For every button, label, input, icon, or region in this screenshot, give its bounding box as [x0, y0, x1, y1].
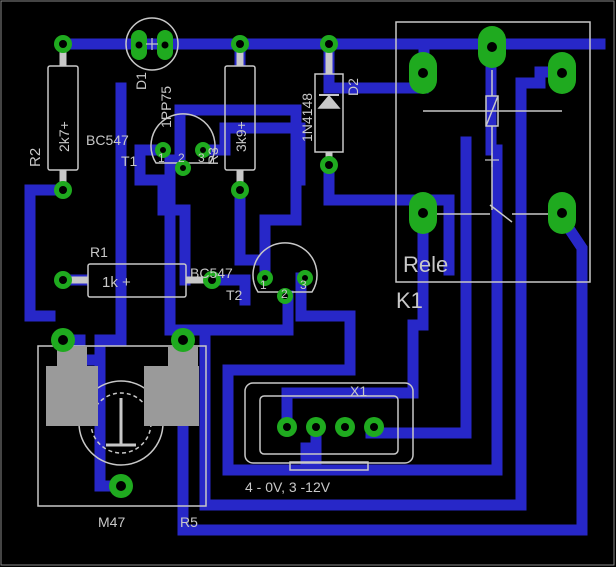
trace-t1-1 — [134, 144, 191, 286]
t2-pin2: 2 — [281, 287, 288, 301]
hole-x1-4 — [370, 423, 378, 431]
pads — [51, 26, 576, 498]
d2-symbol — [317, 94, 341, 109]
hole-k1-2 — [487, 42, 497, 52]
trace-right-outer — [177, 210, 588, 536]
hole-r1-1 — [59, 276, 67, 284]
trace-relay-left — [281, 208, 429, 433]
k1-switch-arm — [489, 204, 513, 223]
trace-left-border — [24, 184, 69, 322]
hole-k1-3 — [557, 68, 567, 78]
r5-block-right — [144, 366, 199, 426]
hole-t1-3 — [200, 147, 206, 153]
r1-value: 1k + — [102, 274, 131, 291]
trace-right-inner — [199, 66, 568, 511]
hole-r5-w — [116, 481, 126, 491]
r2-name: R2 — [27, 148, 44, 167]
labels: R2 2k7+ D1 1PP75 R3 3k9+ 1N4148 D2 BC547… — [27, 72, 448, 530]
hole-d1-2 — [161, 41, 169, 49]
x1-latch — [289, 461, 369, 471]
d2-name: D2 — [345, 78, 361, 96]
t1-name: T1 — [121, 153, 138, 169]
r5-value: M47 — [98, 514, 125, 530]
hole-t1-2 — [180, 165, 186, 171]
hole-x1-3 — [341, 423, 349, 431]
d1-value: 1PP75 — [158, 86, 174, 128]
d1-name: D1 — [133, 72, 149, 90]
x1-outline — [244, 382, 414, 464]
hole-t1-1 — [160, 147, 166, 153]
t1-pin2: 2 — [178, 151, 185, 165]
r1-name: R1 — [90, 244, 108, 260]
polarity-marks — [146, 38, 499, 167]
t1-pin3: 3 — [198, 151, 205, 165]
r5-body-blocks — [46, 346, 199, 426]
hole-r5-1 — [58, 335, 68, 345]
hole-d2-1 — [325, 40, 333, 48]
x1-value: 4 - 0V, 3 -12V — [245, 479, 331, 495]
t2-value: BC547 — [190, 265, 233, 281]
x1-name: X1 — [350, 383, 367, 399]
t2-name: T2 — [226, 287, 243, 303]
hole-x1-2 — [312, 423, 320, 431]
hole-r3-1 — [236, 40, 244, 48]
hole-r1-2 — [208, 276, 216, 284]
x1-inner — [259, 395, 399, 455]
t2-pin3: 3 — [300, 278, 307, 292]
r2-value: 2k7+ — [56, 121, 72, 152]
trace-r1-right — [206, 274, 251, 306]
trace-r3-t1 — [234, 184, 268, 266]
trace-t2-mid — [164, 154, 294, 336]
k1-value: Rele — [403, 252, 448, 277]
t2-outline — [252, 242, 318, 293]
k1-outline — [395, 21, 591, 283]
hole-t2-1 — [262, 275, 268, 281]
hole-d2-2 — [325, 161, 333, 169]
r3-name: R3 — [205, 147, 221, 165]
hole-k1-4 — [418, 208, 428, 218]
t1-pin1: 1 — [158, 151, 165, 165]
trace-d2-coil — [323, 159, 455, 276]
hole-r2-2 — [59, 186, 67, 194]
d2-value: 1N4148 — [299, 93, 315, 142]
hole-t2-3 — [302, 275, 308, 281]
r3-value: 3k9+ — [233, 121, 249, 152]
r5-name: R5 — [180, 514, 198, 530]
hole-r3-2 — [236, 186, 244, 194]
hole-r5-2 — [178, 335, 188, 345]
k1-name: K1 — [396, 288, 423, 313]
t1-value: BC547 — [86, 132, 129, 148]
r5-block-right-top — [168, 346, 198, 368]
trace-left-vertical — [94, 82, 127, 492]
hole-d1-1 — [135, 41, 143, 49]
hole-t2-2 — [282, 293, 288, 299]
r5-outline — [37, 345, 207, 507]
hole-r2-1 — [59, 40, 67, 48]
hole-k1-1 — [418, 68, 428, 78]
r5-block-left — [46, 366, 98, 426]
hole-x1-1 — [283, 423, 291, 431]
d1-outline — [125, 17, 179, 71]
t1-outline — [150, 113, 216, 164]
t2-pin1: 1 — [260, 278, 267, 292]
hole-k1-5 — [557, 208, 567, 218]
